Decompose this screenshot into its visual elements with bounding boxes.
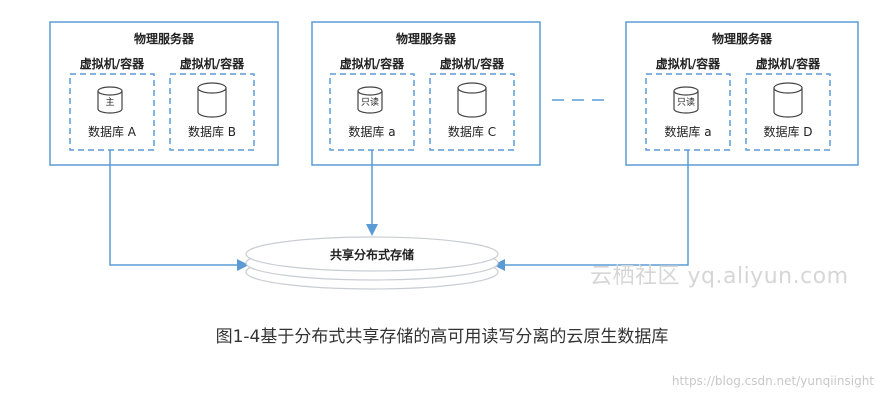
vm-container-a: 虚拟机/容器 主 数据库 A [69,56,155,151]
storage-label: 共享分布式存储 [330,247,414,262]
database-icon [773,82,803,118]
server-title: 物理服务器 [396,31,457,46]
database-icon: 主 [97,86,123,114]
vm-label: 虚拟机/容器 [180,56,245,71]
connector-readonly-a2-to-storage [493,150,689,271]
connectors [109,150,689,271]
database-name: 数据库 D [763,124,812,139]
figure-caption: 图1-4基于分布式共享存储的高可用读写分离的云原生数据库 [215,327,669,347]
vm-label: 虚拟机/容器 [340,56,405,71]
database-name: 数据库 a [664,124,711,139]
database-name: 数据库 a [348,124,395,139]
database-name: 数据库 C [448,124,496,139]
physical-server-3: 物理服务器 虚拟机/容器 只读 数据库 a 虚拟机/容器 数据库 D [625,21,859,166]
vm-label: 虚拟机/容器 [440,56,505,71]
watermark-text: 云栖社区 yq.aliyun.com [590,264,849,289]
server-title: 物理服务器 [134,31,195,46]
physical-server-1: 物理服务器 虚拟机/容器 主 数据库 A 虚拟机/容器 数据库 B [49,21,279,166]
server-title: 物理服务器 [712,31,773,46]
vm-label: 虚拟机/容器 [656,56,721,71]
database-name: 数据库 B [188,124,236,139]
vm-container-b: 虚拟机/容器 数据库 B [169,56,255,151]
database-icon: 只读 [673,86,699,114]
shared-storage: 共享分布式存储 [245,236,499,290]
database-icon: 只读 [357,86,383,114]
readonly-tag: 只读 [361,96,379,108]
vm-container-a-readonly: 虚拟机/容器 只读 数据库 a [329,56,415,151]
url-watermark: https://blog.csdn.net/yunqiinsight [671,374,874,388]
vm-container-a-readonly: 虚拟机/容器 只读 数据库 a [645,56,731,151]
connector-db-a-to-storage [109,150,249,271]
database-icon [197,82,227,118]
primary-tag: 主 [105,96,114,108]
physical-server-2: 物理服务器 虚拟机/容器 只读 数据库 a 虚拟机/容器 数据库 C [311,21,541,166]
database-name: 数据库 A [88,124,137,139]
vm-label: 虚拟机/容器 [756,56,821,71]
vm-label: 虚拟机/容器 [80,56,145,71]
vm-container-d: 虚拟机/容器 数据库 D [745,56,831,151]
vm-container-c: 虚拟机/容器 数据库 C [429,56,515,151]
database-icon [457,82,487,118]
readonly-tag: 只读 [677,96,695,108]
